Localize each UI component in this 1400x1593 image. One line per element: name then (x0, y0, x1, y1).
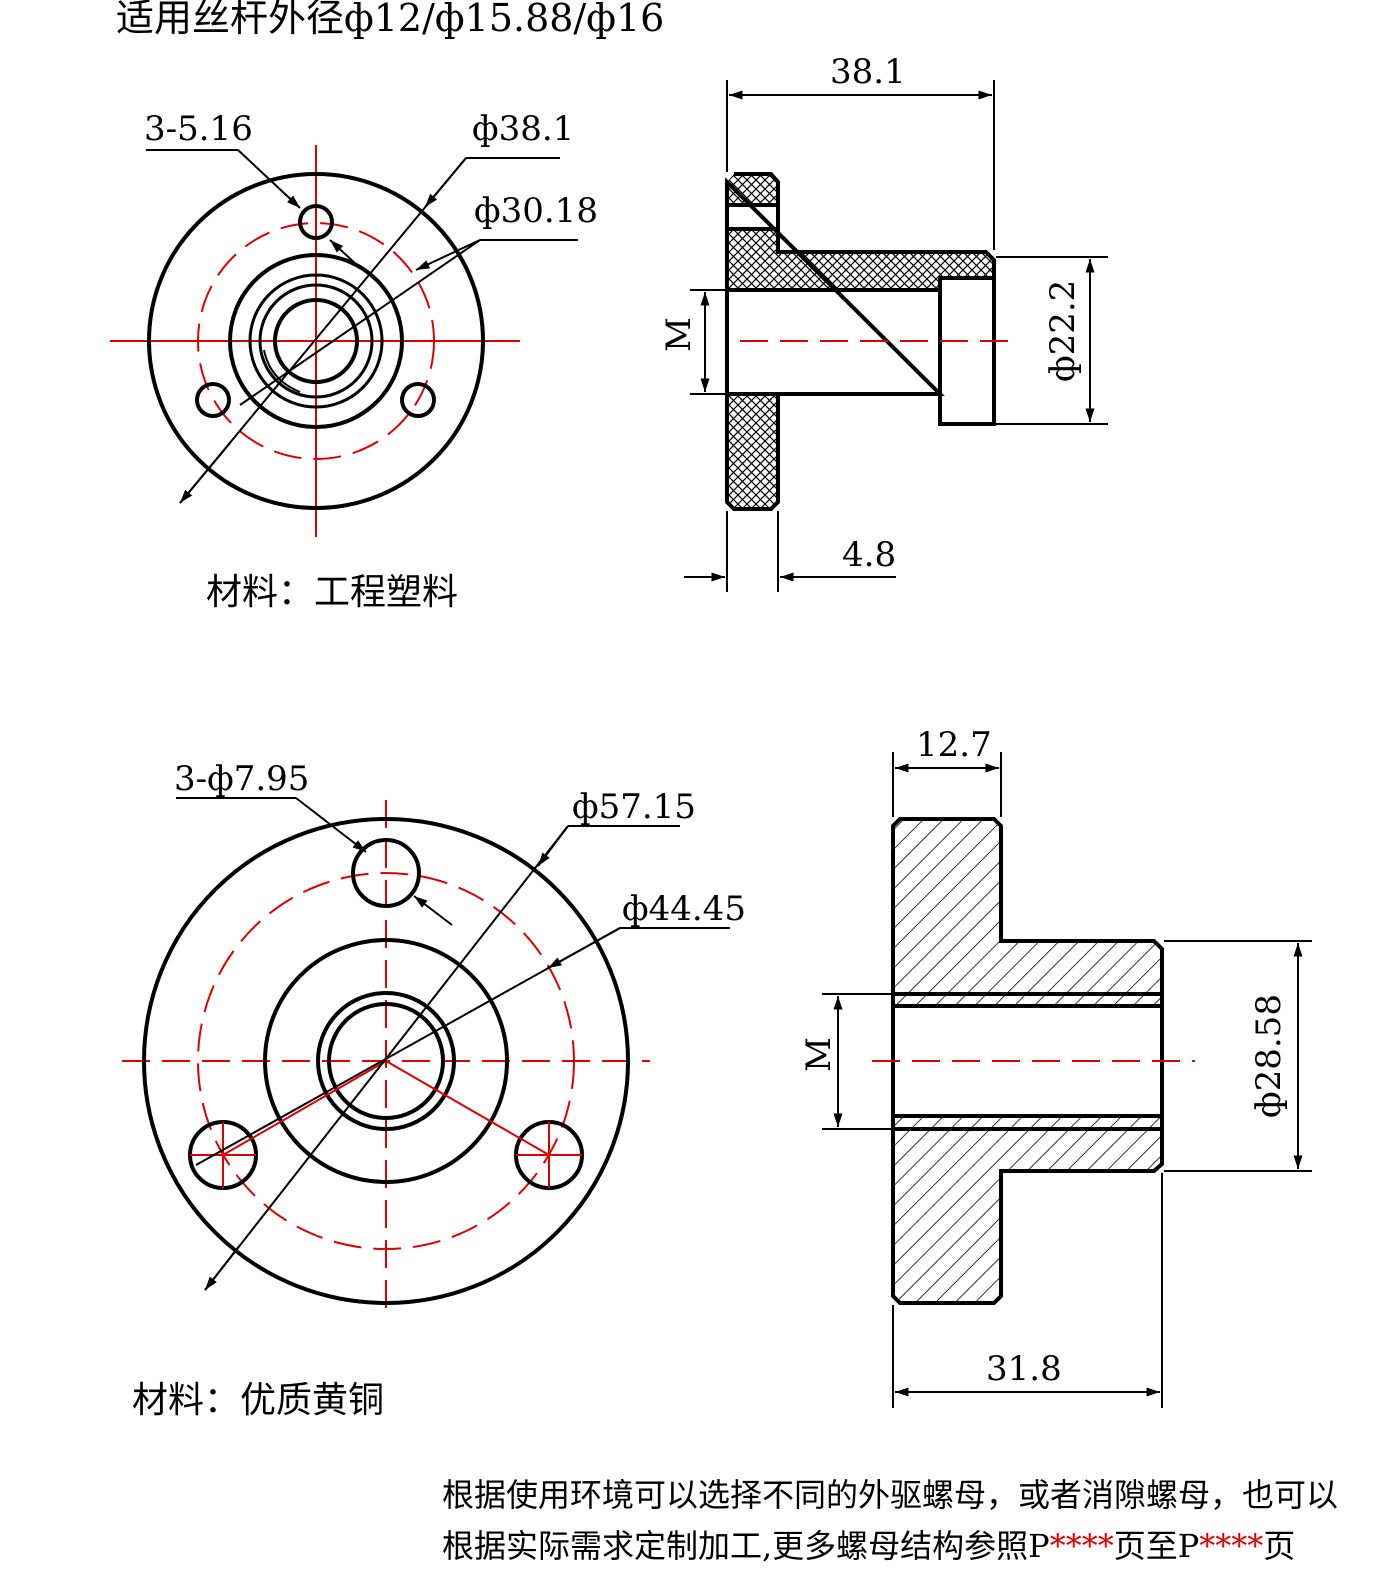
thread-arc (263, 349, 301, 393)
hole-leader (237, 149, 301, 209)
diameter-arrow (204, 1244, 241, 1291)
pitch-circle (197, 872, 575, 1250)
diameter-arrow (179, 442, 231, 504)
hole-leader-inner (413, 895, 453, 926)
hole-center-ray (385, 1060, 550, 1156)
mount-hole (195, 382, 231, 418)
plastic-section-view: 38.1 ф22.2 M 4.8 (659, 52, 1108, 592)
note-text: 页至P (1114, 1527, 1200, 1565)
footer-note: 根据使用环境可以选择不同的外驱螺母，或者消隙螺母，也可以 根据实际需求定制加工,… (442, 1476, 1338, 1565)
outer-diameter-label: ф38.1 (472, 109, 574, 149)
pitch-arrow (415, 239, 481, 271)
bore-circle (327, 1002, 445, 1120)
brass-section-view: 12.7 ф28.58 M 31.8 (799, 725, 1312, 1408)
counterbore-outline (938, 276, 996, 426)
pitch-arrow (547, 927, 621, 969)
flange-outline (147, 172, 485, 510)
pitch-circle-label: ф44.45 (622, 889, 746, 929)
hole-callout-label: 3-ф7.95 (174, 759, 309, 799)
total-length-dim: 31.8 (986, 1349, 1062, 1389)
body-outline (228, 253, 404, 429)
bore-circle (273, 298, 359, 384)
mount-hole (298, 204, 334, 240)
header-title: 适用丝杆外径ф12/ф15.88/ф16 (116, 0, 664, 40)
page-placeholder: **** (1199, 1527, 1263, 1565)
section-outline (891, 817, 1164, 1305)
thread-outer-circle (248, 273, 384, 409)
pitch-circle (197, 222, 435, 460)
thread-label: M (799, 1037, 839, 1072)
hole-leader-inner (329, 239, 359, 267)
plastic-front-view: 3-5.16 ф38.1 ф30.18 (110, 109, 598, 537)
diameter-arrow (537, 825, 569, 867)
plastic-material: 材料：工程塑料 (206, 572, 458, 613)
note-text: 根据实际需求定制加工,更多螺母结构参照P (442, 1527, 1050, 1565)
mount-hole (400, 382, 436, 418)
note-text: 页 (1263, 1527, 1295, 1565)
note-line-1: 根据使用环境可以选择不同的外驱螺母，或者消隙螺母，也可以 (442, 1476, 1338, 1514)
bore-outer-circle (316, 991, 456, 1131)
flange-outer-dim: 38.1 (830, 52, 906, 92)
body-diameter-dim: ф28.58 (1249, 994, 1289, 1118)
hole-center-ray (222, 1060, 387, 1156)
diameter-arrow (424, 157, 467, 208)
outer-diameter-label: ф57.15 (572, 787, 696, 827)
flange-thickness-dim: 12.7 (916, 725, 992, 765)
hole-leader (295, 797, 367, 853)
note-line-2: 根据实际需求定制加工,更多螺母结构参照P****页至P****页 (442, 1527, 1295, 1565)
flange-outline (142, 817, 630, 1305)
hole-callout-label: 3-5.16 (144, 109, 253, 149)
body-diameter-dim: ф22.2 (1043, 280, 1083, 382)
brass-front-view: 3-ф7.95 ф57.15 ф44.45 (122, 759, 746, 1320)
thread-label: M (659, 317, 699, 352)
mount-hole (351, 838, 421, 908)
thread-mid-circle (258, 283, 374, 399)
pitch-circle-label: ф30.18 (474, 191, 598, 231)
flange-thickness-dim: 4.8 (842, 535, 896, 575)
counterbore (940, 278, 994, 424)
body-outline (263, 938, 509, 1184)
page-placeholder: **** (1050, 1527, 1114, 1565)
pitch-leader (239, 239, 481, 406)
brass-material: 材料：优质黄铜 (132, 1380, 384, 1421)
